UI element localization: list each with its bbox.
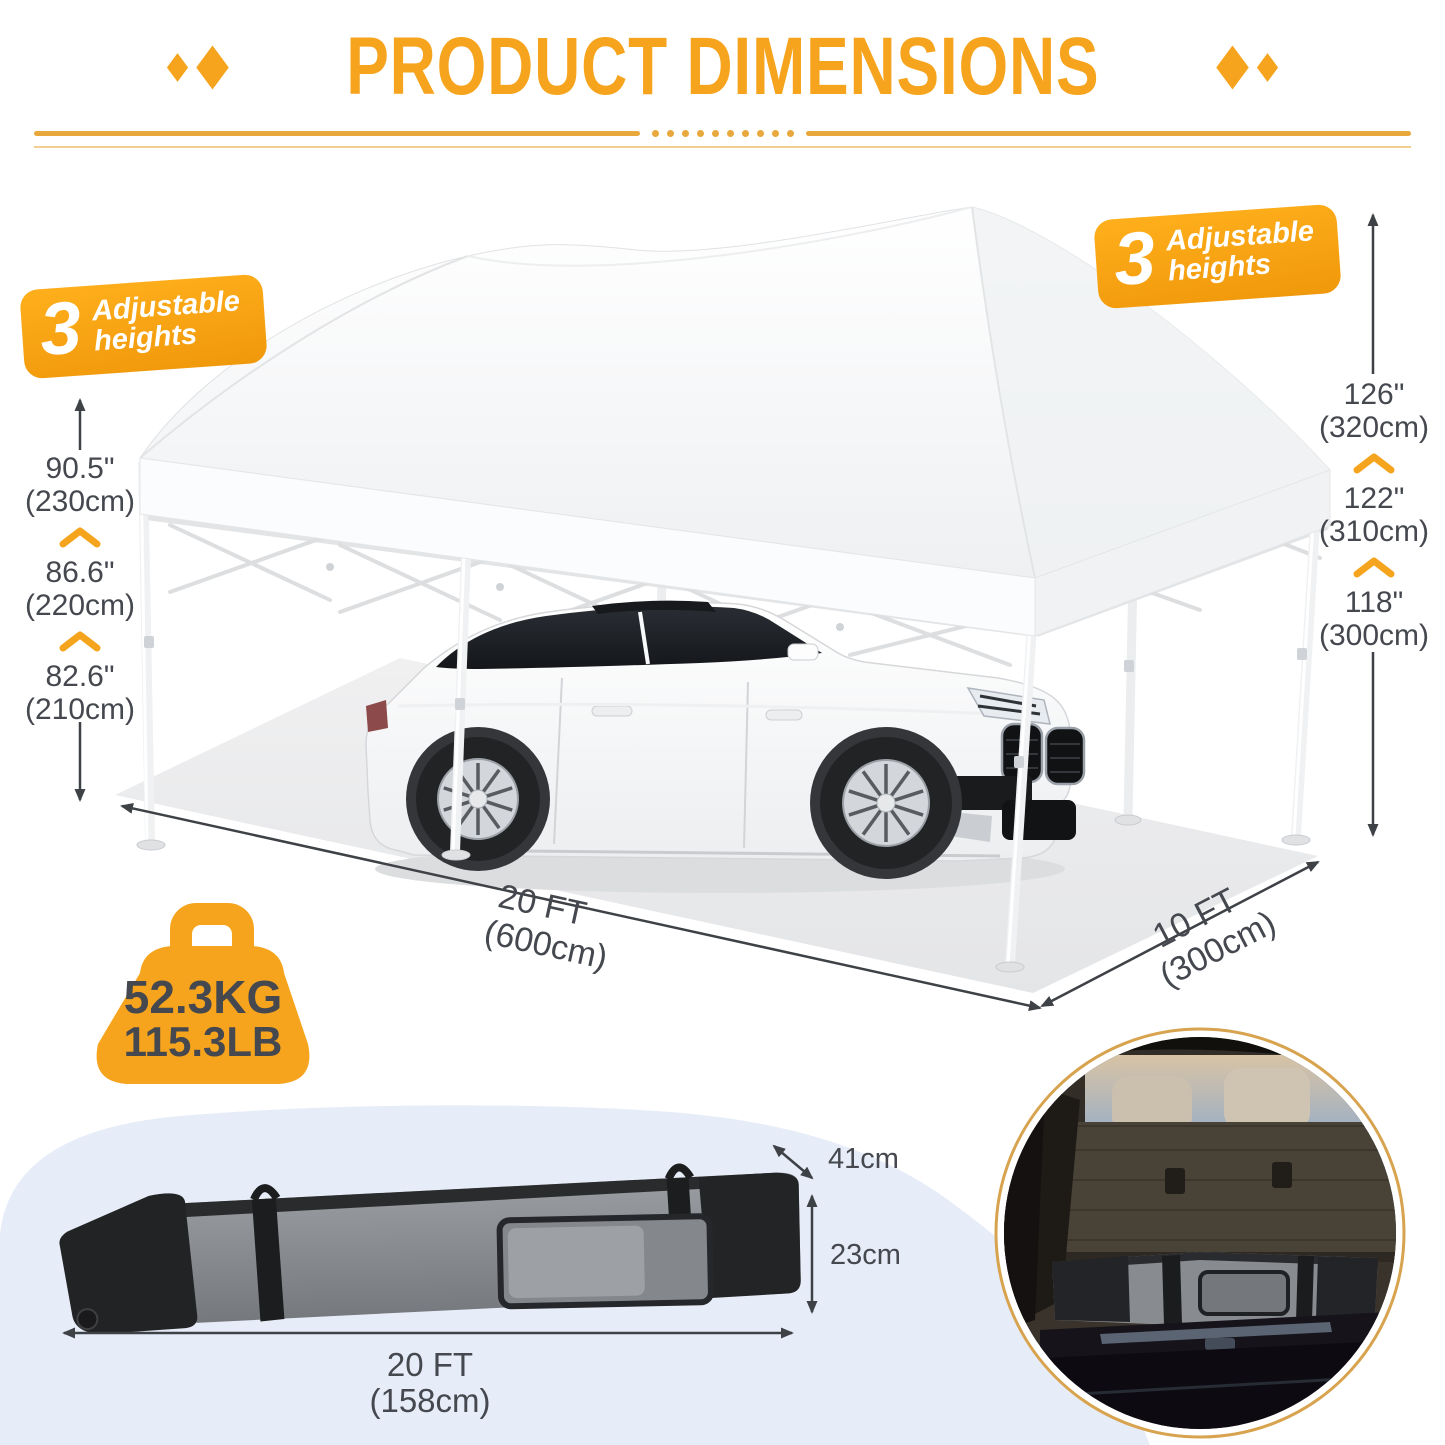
height-inches: 122": [1343, 482, 1405, 515]
height-measurements-left: 90.5" (230cm) 86.6" (220cm) 82.6" (210cm…: [10, 452, 150, 726]
car-rear-wheel: [406, 727, 550, 871]
badge-number: 3: [1111, 215, 1158, 302]
bag-height-label: 23cm: [830, 1239, 901, 1271]
carry-bag-strap: [251, 1198, 285, 1322]
carry-bag-right-cap: [698, 1172, 801, 1299]
height-arrows: [74, 213, 1379, 837]
trunk-photo: [1004, 1037, 1396, 1429]
carry-bag-wheel: [76, 1308, 99, 1331]
chevron-up-icon: [59, 527, 101, 548]
car-b-pillar: [638, 611, 650, 665]
car-beltline: [397, 702, 1041, 718]
canopy: [139, 206, 1331, 637]
badge-text: Adjustable heights: [90, 285, 241, 358]
page-header: PRODUCT DIMENSIONS: [0, 26, 1445, 108]
car-intake: [1002, 800, 1076, 840]
carry-bag-left-cap: [59, 1193, 198, 1334]
bag-length-ft-label: 20 FT: [387, 1346, 473, 1383]
car-taillight: [366, 700, 388, 732]
carry-bag: [59, 1163, 801, 1334]
divider-dots: [651, 130, 794, 137]
height-cm: (210cm): [24, 693, 136, 726]
badge-text: Adjustable heights: [1164, 215, 1315, 288]
page-title: PRODUCT DIMENSIONS: [345, 21, 1100, 112]
car-illustration: [365, 600, 1086, 879]
trunk-photo-gold-ring: [994, 1027, 1406, 1439]
car-sunroof: [592, 600, 716, 614]
trunk-seatback: [1050, 1122, 1396, 1262]
weight-badge: 52.3KG 115.3LB: [96, 903, 310, 1084]
adjustable-heights-badge-left: 3 Adjustable heights: [19, 273, 269, 379]
height-cm: (310cm): [1318, 515, 1430, 548]
height-cm: (220cm): [24, 589, 136, 622]
height-inches: 82.6": [45, 660, 115, 693]
height-inches: 86.6": [45, 556, 115, 589]
divider-line: [805, 131, 1411, 136]
chevron-up-icon: [1353, 557, 1395, 578]
divider-line: [34, 131, 640, 136]
height-inches: 118": [1344, 586, 1404, 619]
trunk-headrest: [1112, 1076, 1192, 1134]
trunk-photo-gap-ring: [995, 1028, 1405, 1438]
height-cm: (300cm): [1318, 619, 1430, 652]
bag-length-cm-label: (158cm): [369, 1382, 490, 1419]
car-mirror: [787, 643, 819, 661]
badge-number: 3: [37, 285, 84, 372]
header-divider-thin: [34, 146, 1411, 148]
chevron-up-icon: [59, 631, 101, 652]
height-inches: 90.5": [45, 452, 115, 485]
adjustable-heights-badge-right: 3 Adjustable heights: [1093, 203, 1343, 309]
height-cm: (230cm): [24, 485, 136, 518]
diamond-icon: [1216, 45, 1250, 89]
chevron-up-icon: [1353, 453, 1395, 474]
bag-in-trunk: [1052, 1252, 1378, 1326]
car-front-wheel: [810, 727, 962, 879]
weight-kg: 52.3KG: [124, 971, 283, 1023]
bag-depth-label: 41cm: [828, 1143, 899, 1175]
car-door-handle: [765, 709, 803, 721]
header-divider: [34, 130, 1411, 137]
car-door-handle: [591, 705, 633, 717]
weight-lb: 115.3LB: [124, 1018, 283, 1065]
diamond-icon: [195, 45, 229, 89]
car-windows: [436, 606, 822, 669]
height-cm: (320cm): [1318, 411, 1430, 444]
trunk-headrest: [1224, 1068, 1310, 1130]
canopy-right-face: [972, 207, 1330, 578]
diamond-icon: [1257, 52, 1279, 82]
height-inches: 126": [1343, 378, 1405, 411]
diamond-icon: [166, 52, 188, 82]
canopy-valance-right: [1034, 469, 1331, 637]
height-measurements-right: 126" (320cm) 122" (310cm) 118" (300cm): [1304, 378, 1444, 652]
bag-dimensions: 41cm 23cm 20 FT (158cm): [62, 1143, 901, 1419]
